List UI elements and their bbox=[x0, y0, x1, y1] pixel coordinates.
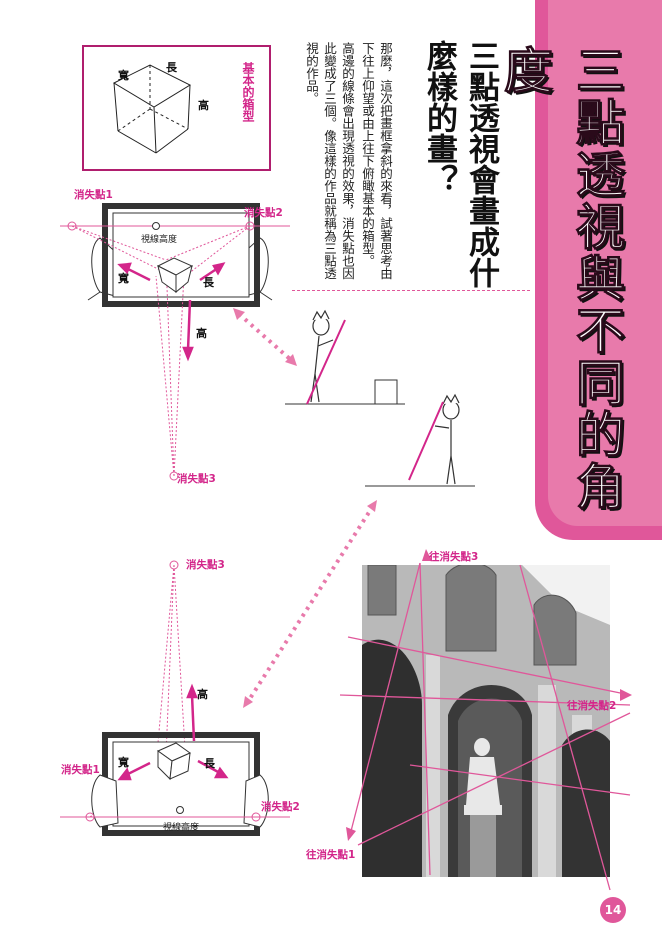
upper-width-label: 寬 bbox=[118, 272, 129, 285]
upper-length-label: 長 bbox=[203, 276, 214, 289]
viewer-figures bbox=[233, 308, 475, 708]
lower-width-label: 寬 bbox=[118, 756, 129, 769]
basic-box-frame bbox=[82, 45, 271, 171]
photo-vp3-label: 往消失點3 bbox=[429, 551, 479, 563]
photo-vanishing-lines bbox=[339, 549, 632, 891]
box-height-label: 高 bbox=[198, 99, 209, 112]
lower-vp2-label: 消失點2 bbox=[261, 801, 300, 813]
photo-vp2-label: 往消失點2 bbox=[567, 700, 617, 712]
lower-height-label: 高 bbox=[197, 688, 208, 701]
article-paragraph-1: 那麼，這次把畫框拿斜的來看，試著思考由下往上仰望或由上往下俯瞰基本的箱型。 bbox=[360, 42, 393, 280]
chapter-tab-inner bbox=[548, 0, 662, 526]
article-heading: 三點透視會畫成什麼樣的畫？ bbox=[421, 40, 499, 288]
lower-vp3-label: 消失點3 bbox=[186, 559, 225, 571]
upper-perspective-diagram bbox=[60, 203, 290, 481]
section-divider bbox=[292, 290, 530, 291]
page-number: 14 bbox=[600, 897, 626, 923]
article-paragraph-2: 高邊的線條會出現透視的效果，消失點也因此變成了三個。像這樣的作品就稱為三點透視的… bbox=[304, 42, 355, 280]
chapter-title: 三點透視與不同的角度 bbox=[496, 45, 626, 514]
basic-box-drawing bbox=[112, 64, 192, 154]
box-width-label: 寬 bbox=[118, 69, 129, 82]
lower-vp1-label: 消失點1 bbox=[61, 764, 100, 776]
upper-vp2-label: 消失點2 bbox=[244, 207, 283, 219]
upper-vp1-label: 消失點1 bbox=[74, 189, 113, 201]
church-photo bbox=[362, 565, 610, 877]
upper-vp3-label: 消失點3 bbox=[177, 473, 216, 485]
basic-box-title: 基本的箱型 bbox=[241, 62, 255, 122]
box-length-label: 長 bbox=[166, 61, 177, 74]
upper-eye-level-label: 視線高度 bbox=[141, 235, 178, 245]
upper-height-label: 高 bbox=[196, 327, 207, 340]
lower-eye-level-label: 視線高度 bbox=[163, 823, 200, 833]
lower-perspective-diagram bbox=[60, 560, 290, 836]
photo-vp1-label: 往消失點1 bbox=[306, 849, 356, 861]
lower-length-label: 長 bbox=[204, 757, 215, 770]
